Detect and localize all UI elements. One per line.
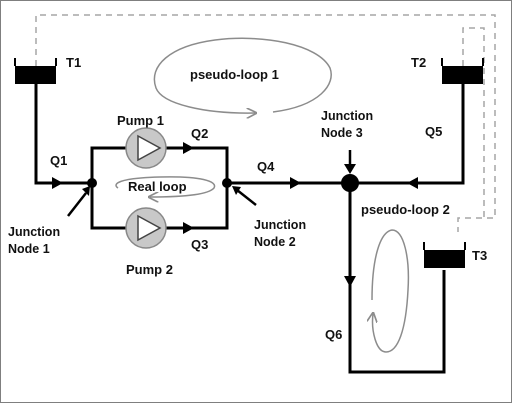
pseudo-loop-1-label: pseudo-loop 1: [190, 67, 279, 82]
junction-node-2-dot: [222, 178, 232, 188]
tank-t1-label: T1: [66, 55, 81, 70]
pseudo-link-dashed-line-t2: [462, 27, 485, 218]
tank-t3: [423, 242, 466, 268]
flow-label-q6: Q6: [325, 327, 342, 342]
flow-arrow-q5: [407, 177, 418, 189]
pump-1-symbol: [125, 127, 167, 169]
junction-node-1-label-line2: Node 1: [8, 242, 50, 256]
pipe-q5: [350, 80, 465, 185]
flow-arrow-q1: [52, 177, 63, 189]
junction-node-3-label-line1: Junction: [321, 109, 373, 123]
pseudo-loop-2-circulation-arrow: [372, 229, 410, 353]
flow-label-q2: Q2: [191, 126, 208, 141]
flow-label-q1: Q1: [50, 153, 67, 168]
pump-1-label: Pump 1: [117, 113, 164, 128]
pseudo-link-dashed-line: [35, 14, 496, 232]
junction-node-3-label-line2: Node 3: [321, 126, 363, 140]
flow-label-q5: Q5: [425, 124, 442, 139]
tank-t2-label: T2: [411, 55, 426, 70]
tank-t3-label: T3: [472, 248, 487, 263]
pump-2-label: Pump 2: [126, 262, 173, 277]
junction-node-3-dot: [341, 174, 359, 192]
flow-arrow-q2: [183, 142, 194, 154]
flow-arrow-q6: [344, 276, 356, 287]
flow-label-q3: Q3: [191, 237, 208, 252]
pointer-head-node-3: [344, 164, 356, 174]
real-loop-circulation-arrow: [115, 176, 216, 197]
pointer-head-node-2: [232, 186, 241, 195]
pseudo-loop-2-label: pseudo-loop 2: [361, 202, 450, 217]
pipe-q1: [34, 80, 92, 185]
pointer-head-node-1: [82, 186, 90, 196]
real-loop-label: Real loop: [128, 179, 187, 194]
pointer-arrow-node-2: [236, 189, 257, 206]
junction-node-2-label-line1: Junction: [254, 218, 306, 232]
tank-t1: [14, 58, 57, 84]
flow-label-q4: Q4: [257, 159, 275, 174]
junction-node-1-label-line1: Junction: [8, 225, 60, 239]
flow-arrow-q3: [183, 222, 194, 234]
pump-2-symbol: [125, 207, 167, 249]
junction-node-1-dot: [87, 178, 97, 188]
pseudo-loop-1-circulation-arrow: [153, 37, 332, 113]
flow-arrow-q4: [290, 177, 301, 189]
junction-node-2-label-line2: Node 2: [254, 235, 296, 249]
tank-t2: [441, 58, 484, 84]
pointer-arrow-node-1: [67, 192, 87, 217]
